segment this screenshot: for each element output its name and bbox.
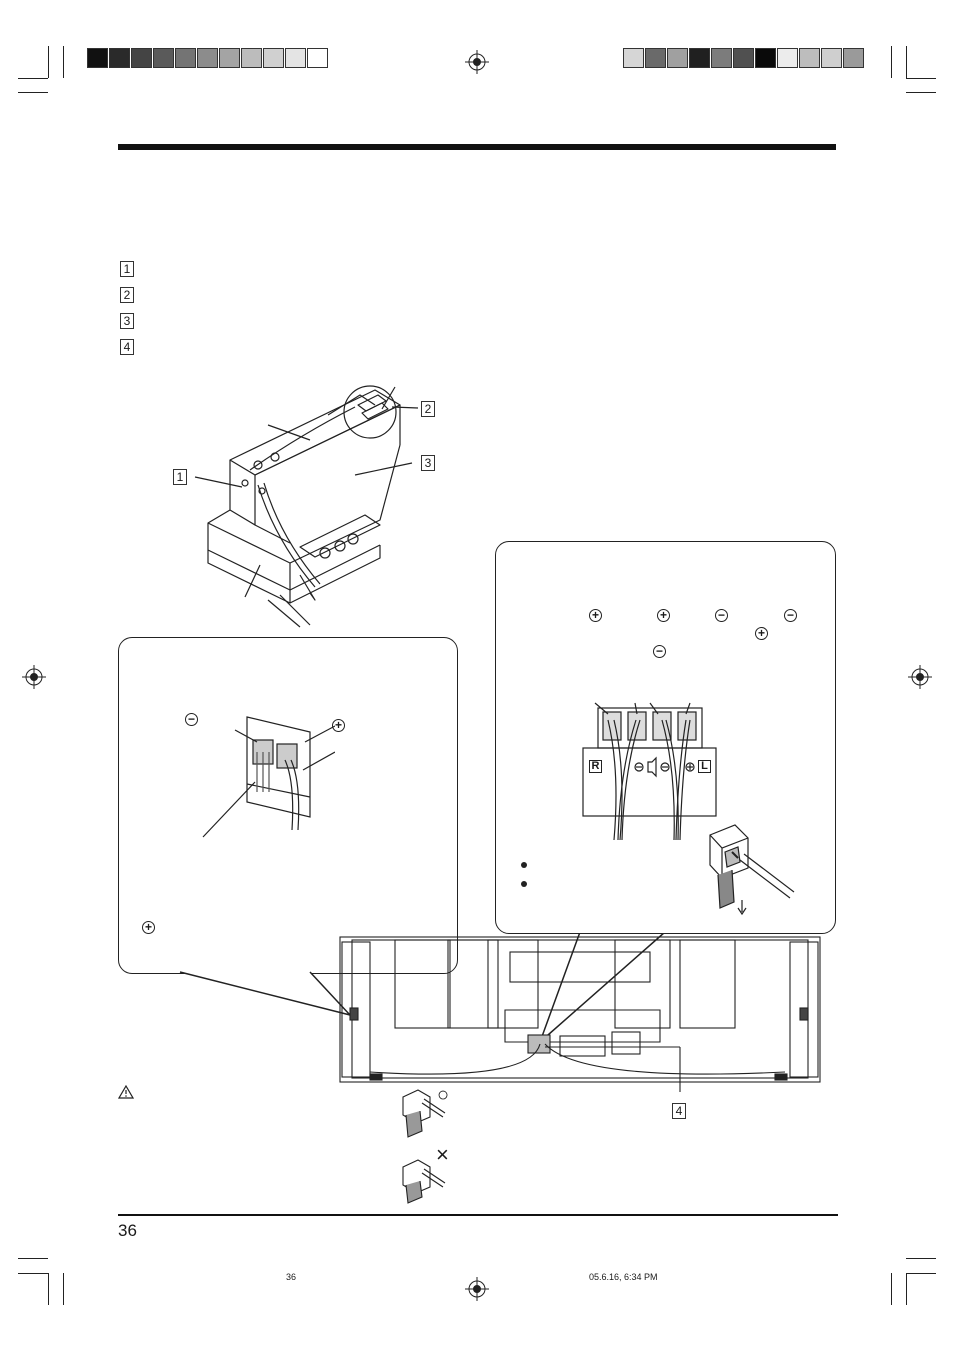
step-marker-2: 2 bbox=[120, 287, 134, 303]
bullet-dot-icon-2 bbox=[521, 881, 527, 887]
minus-symbol-icon-4: − bbox=[653, 645, 666, 658]
color-swatch bbox=[711, 48, 732, 68]
color-swatch bbox=[623, 48, 644, 68]
step-marker-3: 3 bbox=[120, 313, 134, 329]
minus-symbol-icon: − bbox=[185, 713, 198, 726]
plus-symbol-icon-2: + bbox=[142, 921, 155, 934]
page-number: 36 bbox=[118, 1221, 137, 1240]
plus-symbol-icon-4: + bbox=[657, 609, 670, 622]
color-swatch bbox=[667, 48, 688, 68]
terminal-letter-l: L bbox=[698, 760, 711, 773]
fig-label-3: 3 bbox=[421, 455, 435, 471]
color-swatch bbox=[307, 48, 328, 68]
step-marker-1: 1 bbox=[120, 261, 134, 277]
color-swatch bbox=[131, 48, 152, 68]
color-swatch bbox=[153, 48, 174, 68]
step-marker-4: 4 bbox=[120, 339, 134, 355]
left-terminal-callout bbox=[118, 637, 458, 974]
footer-rule bbox=[118, 1214, 838, 1216]
minus-symbol-icon-2: − bbox=[715, 609, 728, 622]
color-swatch bbox=[689, 48, 710, 68]
header-rule bbox=[118, 144, 836, 150]
color-swatch bbox=[645, 48, 666, 68]
terminal-closeup-illustration bbox=[202, 716, 335, 838]
color-swatch bbox=[755, 48, 776, 68]
color-swatch bbox=[175, 48, 196, 68]
color-swatch bbox=[197, 48, 218, 68]
color-swatch bbox=[109, 48, 130, 68]
color-swatch bbox=[87, 48, 108, 68]
color-swatch bbox=[799, 48, 820, 68]
cable-insertion-illustration bbox=[709, 824, 795, 916]
rear-terminal-illustration bbox=[582, 702, 717, 841]
fig-label-4: 4 bbox=[672, 1103, 686, 1119]
display-rear-view-illustration bbox=[339, 936, 821, 1092]
footer-file-number: 36 bbox=[286, 1272, 297, 1282]
terminal-letter-r: R bbox=[589, 760, 602, 773]
plus-symbol-icon-5: + bbox=[755, 627, 768, 640]
speaker-unit-illustration bbox=[194, 385, 419, 628]
plus-symbol-icon: + bbox=[332, 719, 345, 732]
warning-triangle-icon bbox=[118, 1085, 134, 1099]
color-swatch bbox=[219, 48, 240, 68]
fig-label-1: 1 bbox=[173, 469, 187, 485]
color-swatch bbox=[821, 48, 842, 68]
color-swatch bbox=[285, 48, 306, 68]
incorrect-mark: × bbox=[436, 1142, 449, 1167]
color-swatch bbox=[733, 48, 754, 68]
color-swatch bbox=[263, 48, 284, 68]
color-swatch bbox=[843, 48, 864, 68]
cable-correct-incorrect-illustration bbox=[402, 1089, 446, 1204]
color-swatch bbox=[777, 48, 798, 68]
fig-label-2: 2 bbox=[421, 401, 435, 417]
plus-symbol-icon-3: + bbox=[589, 609, 602, 622]
correct-mark: ○ bbox=[437, 1084, 450, 1106]
color-swatch bbox=[241, 48, 262, 68]
footer-timestamp: 05.6.16, 6:34 PM bbox=[589, 1272, 658, 1282]
minus-symbol-icon-3: − bbox=[784, 609, 797, 622]
bullet-dot-icon bbox=[521, 862, 527, 868]
